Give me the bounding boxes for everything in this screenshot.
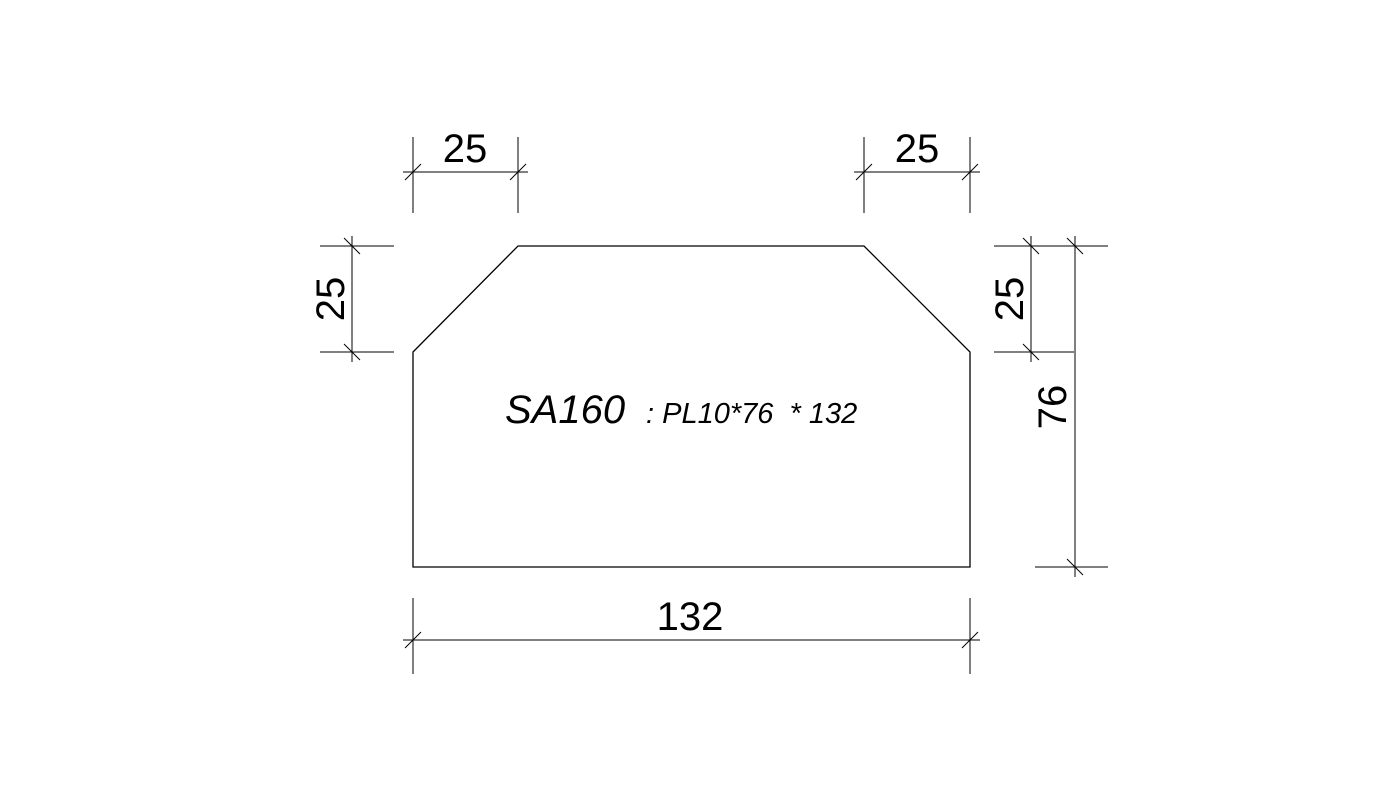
tick-mark	[1066, 558, 1084, 576]
tick-mark	[343, 343, 361, 361]
dimension-value: 132	[657, 595, 724, 639]
dimension-total-height: 76	[1031, 236, 1108, 577]
tick-mark	[404, 631, 422, 649]
dimension-value: 25	[443, 127, 488, 171]
part-mark: SA160	[505, 388, 625, 432]
dimension-value: 25	[988, 277, 1032, 322]
dimension-value: 25	[309, 277, 353, 322]
part-spec: : PL10*76 * 132	[646, 398, 857, 430]
dimension-right-height: 25	[988, 236, 1108, 362]
dimension-value: 76	[1031, 385, 1075, 430]
tick-mark	[509, 163, 527, 181]
part-label: SA160 : PL10*76 * 132	[505, 388, 857, 432]
dimension-total-width: 132	[403, 595, 980, 674]
dimension-value: 25	[895, 127, 940, 171]
dimension-left-height: 25	[309, 236, 394, 362]
tick-mark	[855, 163, 873, 181]
tick-mark	[1022, 237, 1040, 255]
tick-mark	[961, 631, 979, 649]
dimension-top-right-width: 25	[854, 127, 980, 213]
tick-mark	[1022, 343, 1040, 361]
tick-mark	[961, 163, 979, 181]
dimension-top-left-width: 25	[403, 127, 528, 213]
tick-mark	[404, 163, 422, 181]
plate-outline	[412, 245, 971, 568]
tick-mark	[1066, 237, 1084, 255]
tick-mark	[343, 237, 361, 255]
